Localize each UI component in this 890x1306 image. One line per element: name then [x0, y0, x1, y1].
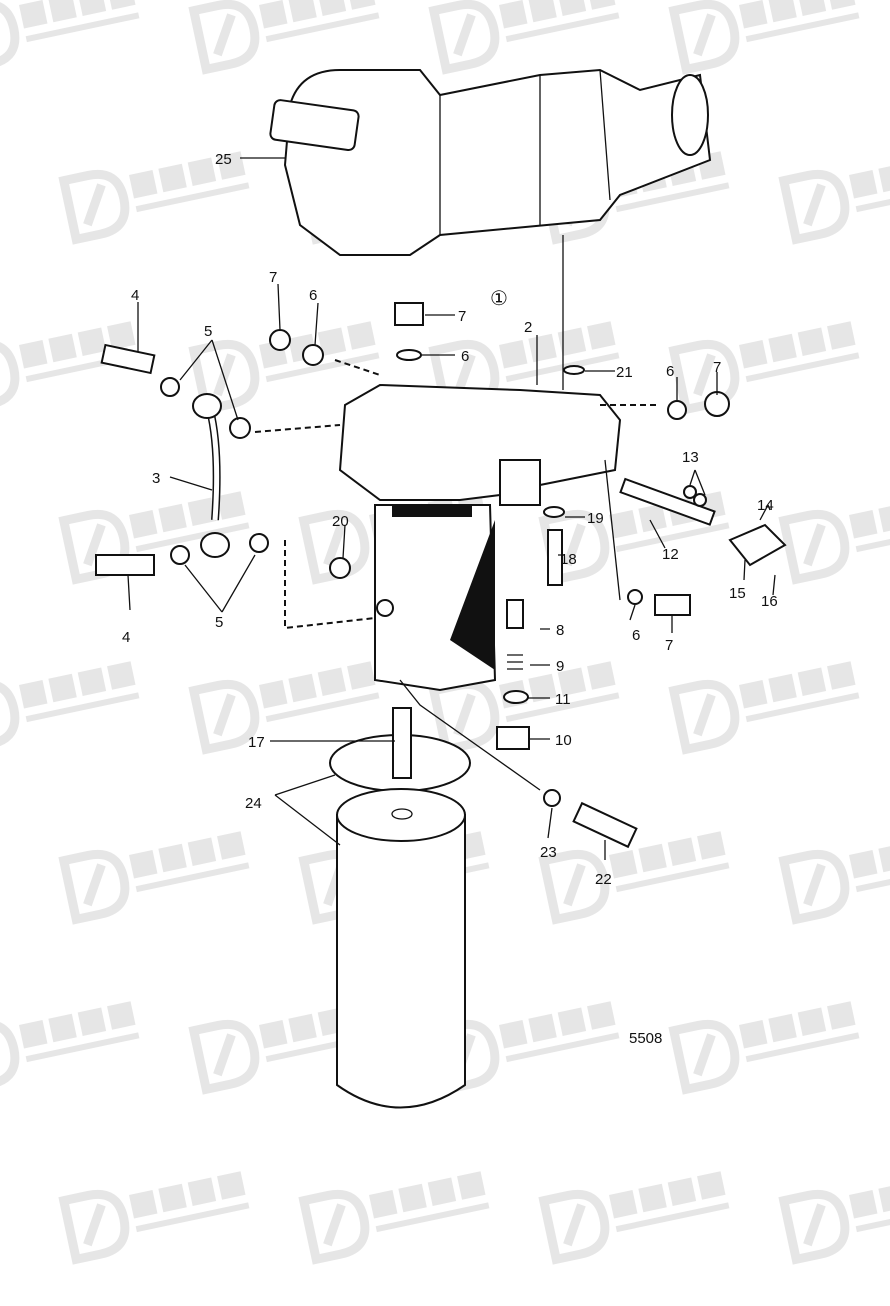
callout-6-d: 6 [632, 627, 640, 644]
callout-3: 3 [152, 470, 160, 487]
callout-7-a: 7 [269, 269, 277, 286]
watermark-logo [188, 321, 380, 415]
filter-cartridge-24 [329, 707, 471, 1109]
watermark-logo [58, 1171, 250, 1265]
callout-14: 14 [757, 497, 774, 514]
watermark-logo [428, 0, 620, 75]
callout-12: 12 [662, 546, 679, 563]
watermark-logo [538, 1171, 730, 1265]
callout-7-b: 7 [458, 308, 466, 325]
callout-24: 24 [245, 795, 262, 812]
group-marker: ① [490, 288, 508, 310]
callout-8: 8 [556, 622, 564, 639]
callout-2: 2 [524, 319, 532, 336]
callout-19: 19 [587, 510, 604, 527]
callout-4-top: 4 [131, 287, 139, 304]
watermark-logo [668, 0, 860, 75]
callout-10: 10 [555, 732, 572, 749]
watermark-logo [0, 0, 140, 75]
figure-number: 5508 [629, 1030, 662, 1047]
watermark-logo [298, 1171, 490, 1265]
callout-22: 22 [595, 871, 612, 888]
callout-6-c: 6 [666, 363, 674, 380]
watermark-logo [778, 163, 890, 245]
callout-21: 21 [616, 364, 633, 381]
callouts: 25 4 5 3 7 6 7 6 2 21 6 7 13 14 20 19 18… [122, 151, 778, 1047]
watermark-logo [538, 831, 730, 925]
callout-4-bottom: 4 [122, 629, 130, 646]
callout-18: 18 [560, 551, 577, 568]
callout-7-c: 7 [713, 359, 721, 376]
watermark-logo [778, 1183, 890, 1265]
housing-25 [269, 68, 712, 256]
watermark-logo [778, 503, 890, 585]
pipe-and-fittings [95, 302, 787, 849]
watermark-logo [668, 661, 860, 755]
callout-20: 20 [332, 513, 349, 530]
callout-17: 17 [248, 734, 265, 751]
callout-23: 23 [540, 844, 557, 861]
watermark-logo [188, 661, 380, 755]
callout-9: 9 [556, 658, 564, 675]
watermark-logo [0, 661, 140, 755]
watermark-logo [668, 1001, 860, 1095]
callout-7-d: 7 [665, 637, 673, 654]
callout-5-top: 5 [204, 323, 212, 340]
watermark-logo [58, 151, 250, 245]
callout-6-a: 6 [309, 287, 317, 304]
filter-bracket-2 [338, 383, 622, 692]
watermark-logo [58, 831, 250, 925]
callout-15: 15 [729, 585, 746, 602]
callout-13: 13 [682, 449, 699, 466]
watermark-logo [58, 491, 250, 585]
callout-16: 16 [761, 593, 778, 610]
callout-11: 11 [555, 691, 571, 708]
callout-25: 25 [215, 151, 232, 168]
watermark-logo [778, 843, 890, 925]
watermark-logo [188, 0, 380, 75]
watermark-logo [668, 321, 860, 415]
leader-lines [127, 157, 776, 860]
callout-6-b: 6 [461, 348, 469, 365]
callout-5-bottom: 5 [215, 614, 223, 631]
watermark-logo [0, 1001, 140, 1095]
